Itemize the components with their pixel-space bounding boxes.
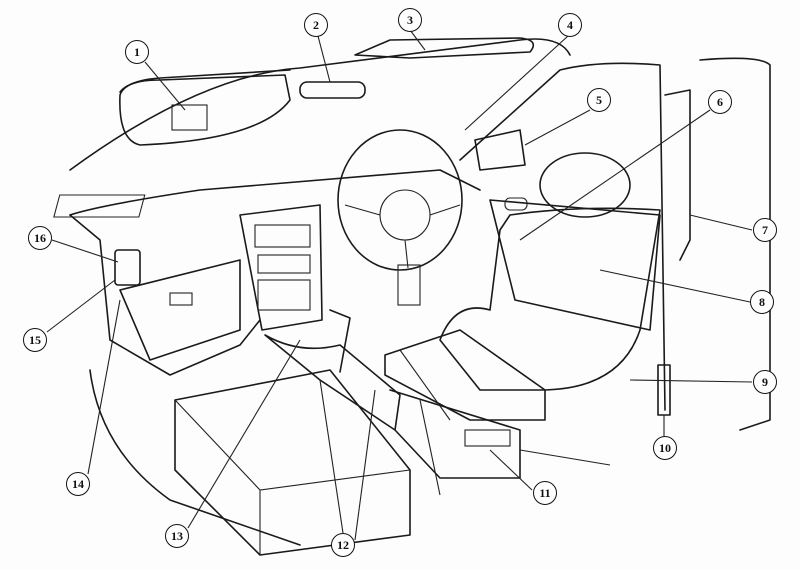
- callout-1: 1: [125, 40, 149, 64]
- steering-wheel: [337, 129, 463, 271]
- leader-lines: [46, 29, 753, 541]
- callout-3: 3: [398, 8, 422, 32]
- callout-16: 16: [28, 226, 52, 250]
- callout-2: 2: [304, 13, 328, 37]
- callout-8: 8: [750, 290, 774, 314]
- callout-13: 13: [165, 524, 189, 548]
- sun-visor: [119, 74, 291, 146]
- callout-4: 4: [558, 13, 582, 37]
- callout-9: 9: [753, 370, 777, 394]
- callout-6: 6: [708, 90, 732, 114]
- seat-cushion: [174, 369, 411, 556]
- callout-7: 7: [753, 218, 777, 242]
- callout-5: 5: [587, 88, 611, 112]
- callout-15: 15: [23, 328, 47, 352]
- headrest: [539, 152, 631, 218]
- callout-10: 10: [653, 436, 677, 460]
- callout-11: 11: [533, 481, 557, 505]
- rear-view-mirror: [299, 81, 366, 99]
- callout-12: 12: [331, 533, 355, 557]
- callout-14: 14: [66, 472, 90, 496]
